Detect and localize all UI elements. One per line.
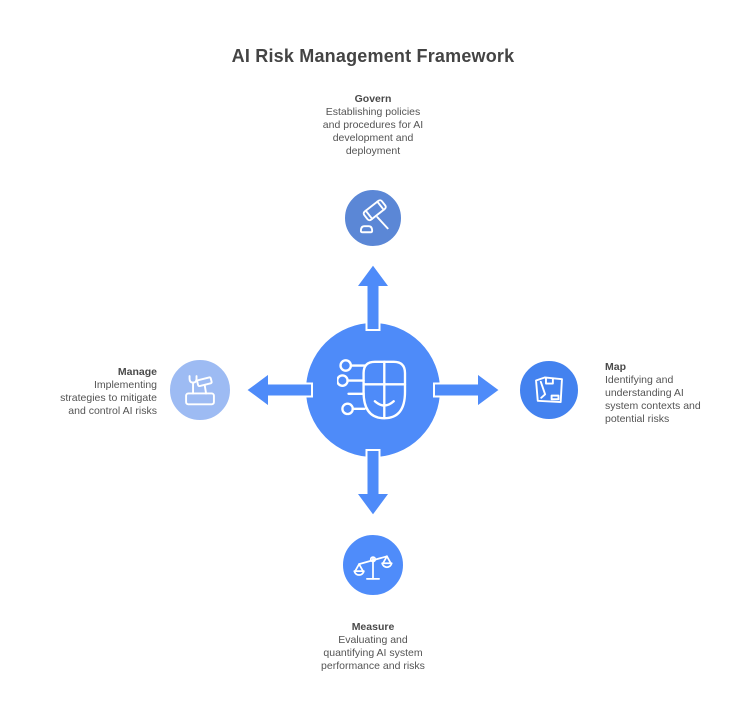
map-circle [517,358,581,422]
balance-scale-icon [353,555,393,580]
measure-circle [340,532,406,598]
toolbox-icon [185,375,215,406]
govern-label: Govern [354,93,392,105]
govern-description: Establishing policies and procedures for… [322,106,424,157]
gavel-icon [359,199,389,234]
arrow-right [433,371,502,409]
manage-text-block: Manage Implementing strategies to mitiga… [27,366,157,418]
arrow-up [354,262,392,331]
manage-description: Implementing strategies to mitigate and … [60,379,157,417]
govern-circle [342,187,404,249]
manage-circle [167,357,233,423]
manage-label: Manage [117,366,157,378]
arrow-down [354,449,392,518]
measure-text-block: Measure Evaluating and quantifying AI sy… [293,621,453,673]
measure-description: Evaluating and quantifying AI system per… [321,634,425,672]
arrow-left [244,371,313,409]
central-hub-circle [303,320,443,460]
map-description: Identifying and understanding AI system … [605,374,701,425]
measure-label: Measure [351,621,395,633]
ai-face-icon [337,359,407,420]
diagram-title: AI Risk Management Framework [231,46,515,66]
map-label: Map [605,361,626,373]
map-text-block: Map Identifying and understanding AI sys… [605,361,735,426]
map-icon [535,376,563,404]
govern-text-block: Govern Establishing policies and procedu… [293,93,453,158]
